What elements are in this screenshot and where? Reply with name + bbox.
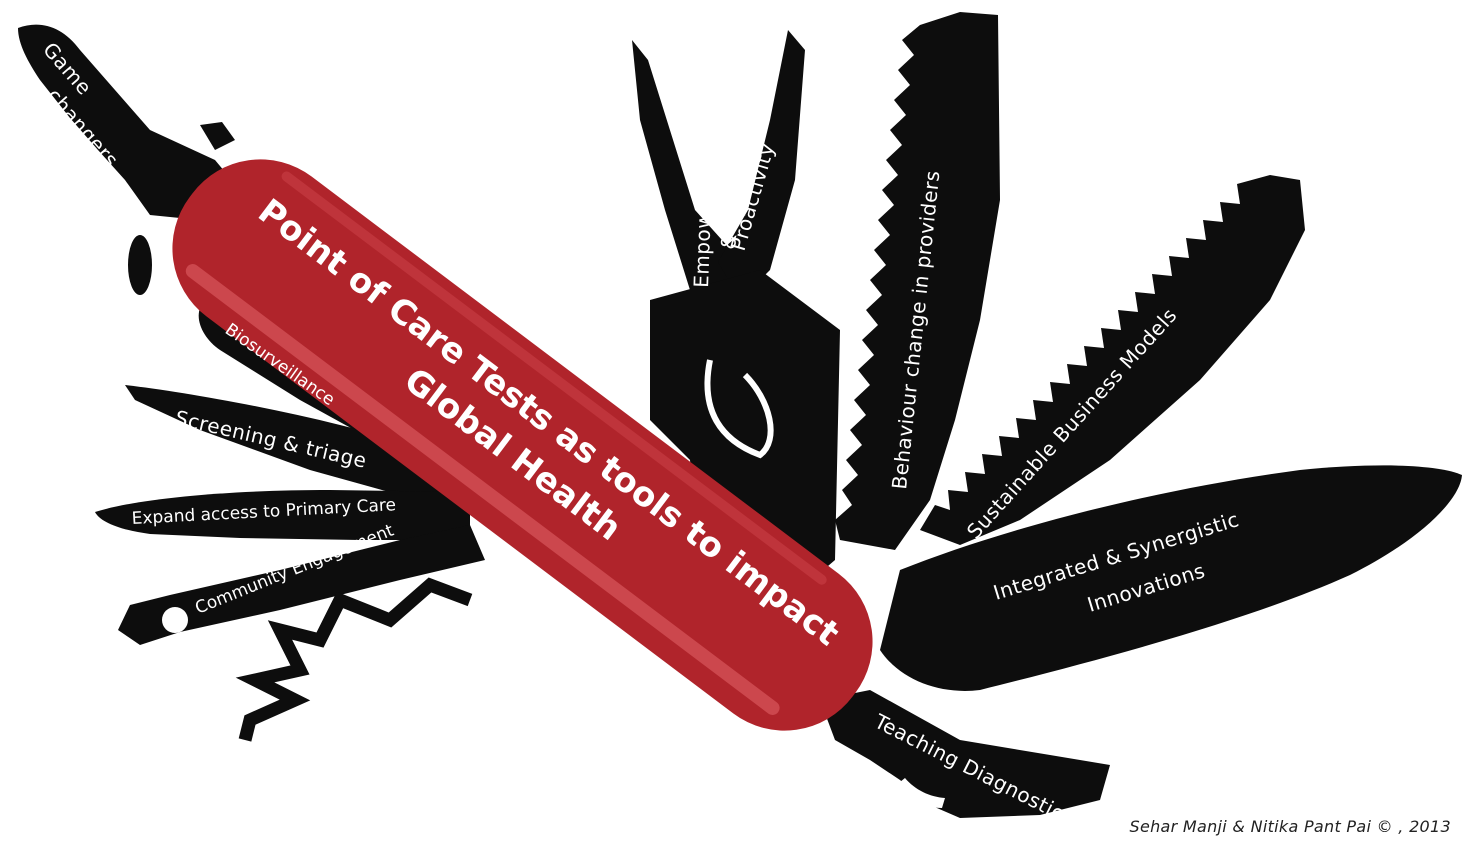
community-blade-hole bbox=[162, 607, 188, 633]
key-ring-stub bbox=[200, 122, 235, 150]
key-ring bbox=[128, 235, 152, 295]
credit-line: Sehar Manji & Nitika Pant Pai © , 2013 bbox=[1129, 817, 1451, 836]
